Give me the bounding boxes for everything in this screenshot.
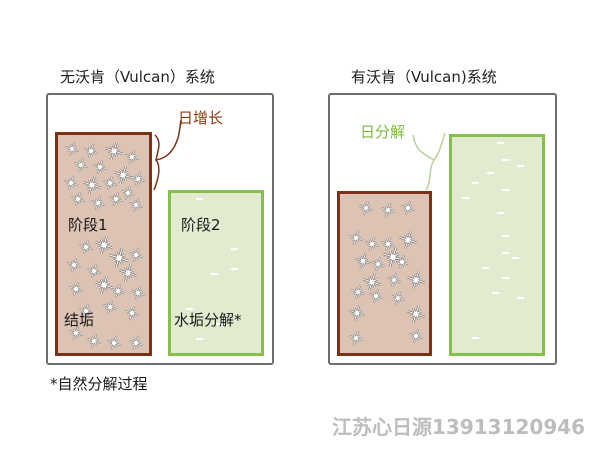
crystal-icon — [390, 290, 406, 306]
water-sparkle — [196, 198, 203, 200]
growth-label: 日增长 — [178, 109, 224, 127]
crystal-icon — [407, 305, 425, 323]
crystal-icon — [110, 283, 126, 299]
crystal-icon — [70, 191, 86, 207]
water-sparkle — [502, 159, 509, 161]
crystal-icon — [383, 247, 403, 267]
crystal-icon — [78, 303, 94, 319]
crystal-icon — [128, 335, 144, 351]
daily-decomposition-label: 日分解 — [360, 123, 406, 141]
crystal-icon — [102, 175, 118, 191]
water-sparkle — [517, 165, 524, 167]
crystal-icon — [408, 328, 424, 344]
crystal-icon — [83, 176, 101, 194]
crystal-icon — [64, 141, 80, 157]
stage1-label: 阶段1 — [68, 216, 108, 234]
water-sparkle — [502, 189, 509, 191]
crystal-icon — [350, 284, 366, 300]
crystal-icon — [95, 236, 113, 254]
crystal-icon — [128, 197, 144, 213]
left-scale-bar — [55, 132, 152, 356]
crystal-icon — [95, 276, 113, 294]
crystal-icon — [400, 200, 416, 216]
crystal-icon — [83, 143, 99, 159]
crystal-icon — [90, 195, 106, 211]
right-water-bar — [449, 134, 545, 356]
crystal-icon — [124, 305, 140, 321]
crystal-icon — [108, 191, 124, 207]
crystal-icon — [120, 185, 136, 201]
water-sparkle — [502, 235, 509, 237]
crystal-icon — [68, 281, 84, 297]
water-sparkle — [502, 277, 509, 279]
crystal-icon — [86, 333, 102, 349]
water-sparkle — [512, 257, 519, 259]
crystal-icon — [354, 252, 372, 270]
right-system-title: 有沃肯（Vulcan)系统 — [351, 68, 497, 86]
crystal-icon — [363, 273, 381, 291]
water-sparkle — [231, 248, 238, 250]
water-sparkle — [497, 212, 504, 214]
crystal-icon — [102, 299, 118, 315]
crystal-icon — [348, 304, 366, 322]
left-system-title: 无沃肯（Vulcan）系统 — [60, 68, 215, 86]
watermark: 江苏心日源13913120946 — [332, 415, 586, 439]
crystal-icon — [109, 248, 129, 268]
water-sparkle — [517, 297, 524, 299]
water-sparkle — [482, 267, 489, 269]
water-sparkle — [196, 338, 203, 340]
water-sparkle — [462, 197, 469, 199]
crystal-icon — [130, 285, 146, 301]
growth-brace — [153, 120, 182, 191]
water-sparkle — [502, 252, 509, 254]
crystal-icon — [106, 335, 122, 351]
water-sparkle — [211, 273, 218, 275]
crystal-icon — [399, 231, 417, 249]
water-sparkle — [472, 182, 479, 184]
crystal-icon — [348, 330, 364, 346]
left-water-bar — [168, 190, 264, 356]
crystal-icon — [68, 325, 84, 341]
water-sparkle — [492, 292, 499, 294]
crystal-icon — [364, 236, 380, 252]
crystal-icon — [78, 239, 94, 255]
right-scale-bar — [337, 191, 432, 356]
crystal-icon — [394, 254, 410, 270]
crystal-icon — [114, 166, 132, 184]
crystal-icon — [370, 256, 386, 272]
water-sparkle — [497, 142, 504, 144]
decomposition-brace — [412, 132, 446, 191]
crystal-icon — [63, 175, 79, 191]
crystal-icon — [119, 264, 137, 282]
crystal-icon — [380, 202, 396, 218]
crystal-icon — [380, 236, 396, 252]
crystal-icon — [124, 149, 140, 165]
crystal-icon — [348, 230, 364, 246]
crystal-icon — [86, 263, 102, 279]
water-sparkle — [472, 337, 479, 339]
water-sparkle — [216, 323, 223, 325]
water-sparkle — [487, 172, 494, 174]
crystal-icon — [105, 142, 123, 160]
crystal-icon — [66, 257, 82, 273]
crystal-icon — [92, 159, 108, 175]
decomposition-label: 水垢分解* — [174, 311, 242, 329]
water-sparkle — [186, 308, 193, 310]
footnote: *自然分解过程 — [50, 375, 148, 393]
crystal-icon — [358, 200, 374, 216]
scale-label: 结垢 — [64, 311, 95, 329]
crystal-icon — [368, 288, 384, 304]
water-sparkle — [231, 268, 238, 270]
crystal-icon — [407, 271, 425, 289]
crystal-icon — [128, 247, 144, 263]
crystal-icon — [73, 157, 89, 173]
stage2-label: 阶段2 — [181, 216, 221, 234]
crystal-icon — [130, 171, 146, 187]
crystal-icon — [386, 272, 402, 288]
